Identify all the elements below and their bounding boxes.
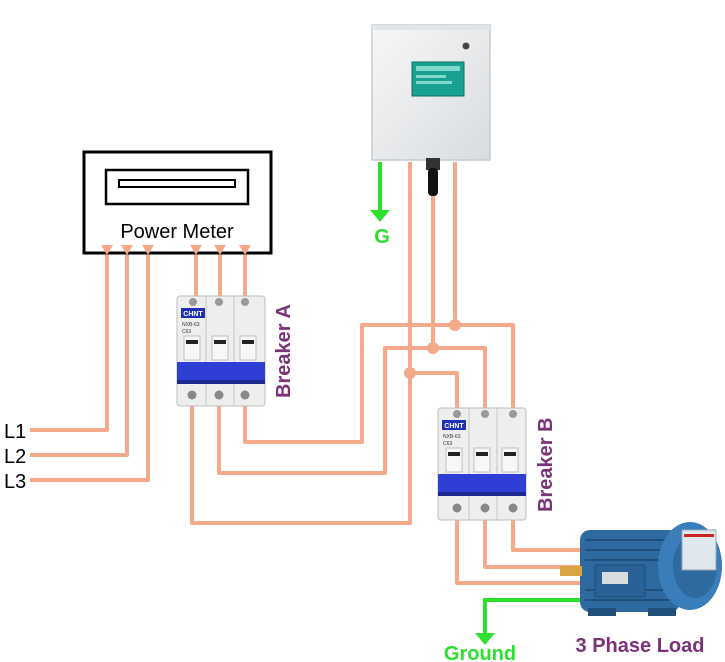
breaker-a-model: NXB-63	[182, 322, 200, 328]
wire-load-1	[511, 518, 580, 552]
breaker-a: CHNT NXB-63 C63 Breaker A	[176, 295, 295, 407]
wire-l3	[30, 252, 150, 482]
power-saver-box: G	[371, 24, 491, 248]
power-meter: Power Meter	[82, 150, 273, 255]
motor-shaft	[560, 566, 582, 576]
breaker-b: CHNT NXB-63 C63 Breaker B	[437, 407, 557, 521]
load-ground-label: Ground	[444, 643, 516, 662]
breaker-a-label: Breaker A	[273, 304, 295, 398]
breaker-a-handle	[177, 362, 265, 382]
saver-cable	[428, 168, 438, 196]
ground-arrow-load	[475, 633, 495, 645]
wire-bus-c	[190, 371, 459, 525]
breaker-b-handle	[438, 474, 526, 494]
breaker-b-label: Breaker B	[535, 417, 557, 512]
three-phase-motor	[560, 522, 722, 616]
breaker-a-rating: C63	[182, 329, 191, 335]
wire-bus-b	[217, 346, 487, 475]
phase-wires	[30, 162, 580, 585]
wire-load-2	[483, 518, 580, 569]
breaker-b-brand: CHNT	[444, 423, 464, 430]
breaker-b-rating: C63	[443, 441, 452, 447]
ground-wire-load	[483, 598, 588, 633]
wire-l1	[30, 252, 109, 432]
saver-ground-label: G	[374, 226, 390, 248]
meter-display-bar	[118, 179, 236, 188]
wire-bus-a	[243, 323, 515, 444]
meter-label: Power Meter	[120, 221, 234, 243]
junction-dots	[404, 319, 461, 379]
ground-arrow-saver	[370, 210, 390, 222]
label-l3: L3	[4, 471, 26, 493]
saver-lock	[462, 42, 470, 50]
breaker-b-model: NXB-63	[443, 434, 461, 440]
wire-load-3	[455, 518, 580, 585]
load-label: 3 Phase Load	[576, 635, 705, 657]
label-l2: L2	[4, 446, 26, 468]
wire-l2	[30, 252, 129, 457]
label-l1: L1	[4, 421, 26, 443]
breaker-a-brand: CHNT	[183, 311, 203, 318]
ground-wires	[378, 162, 588, 633]
